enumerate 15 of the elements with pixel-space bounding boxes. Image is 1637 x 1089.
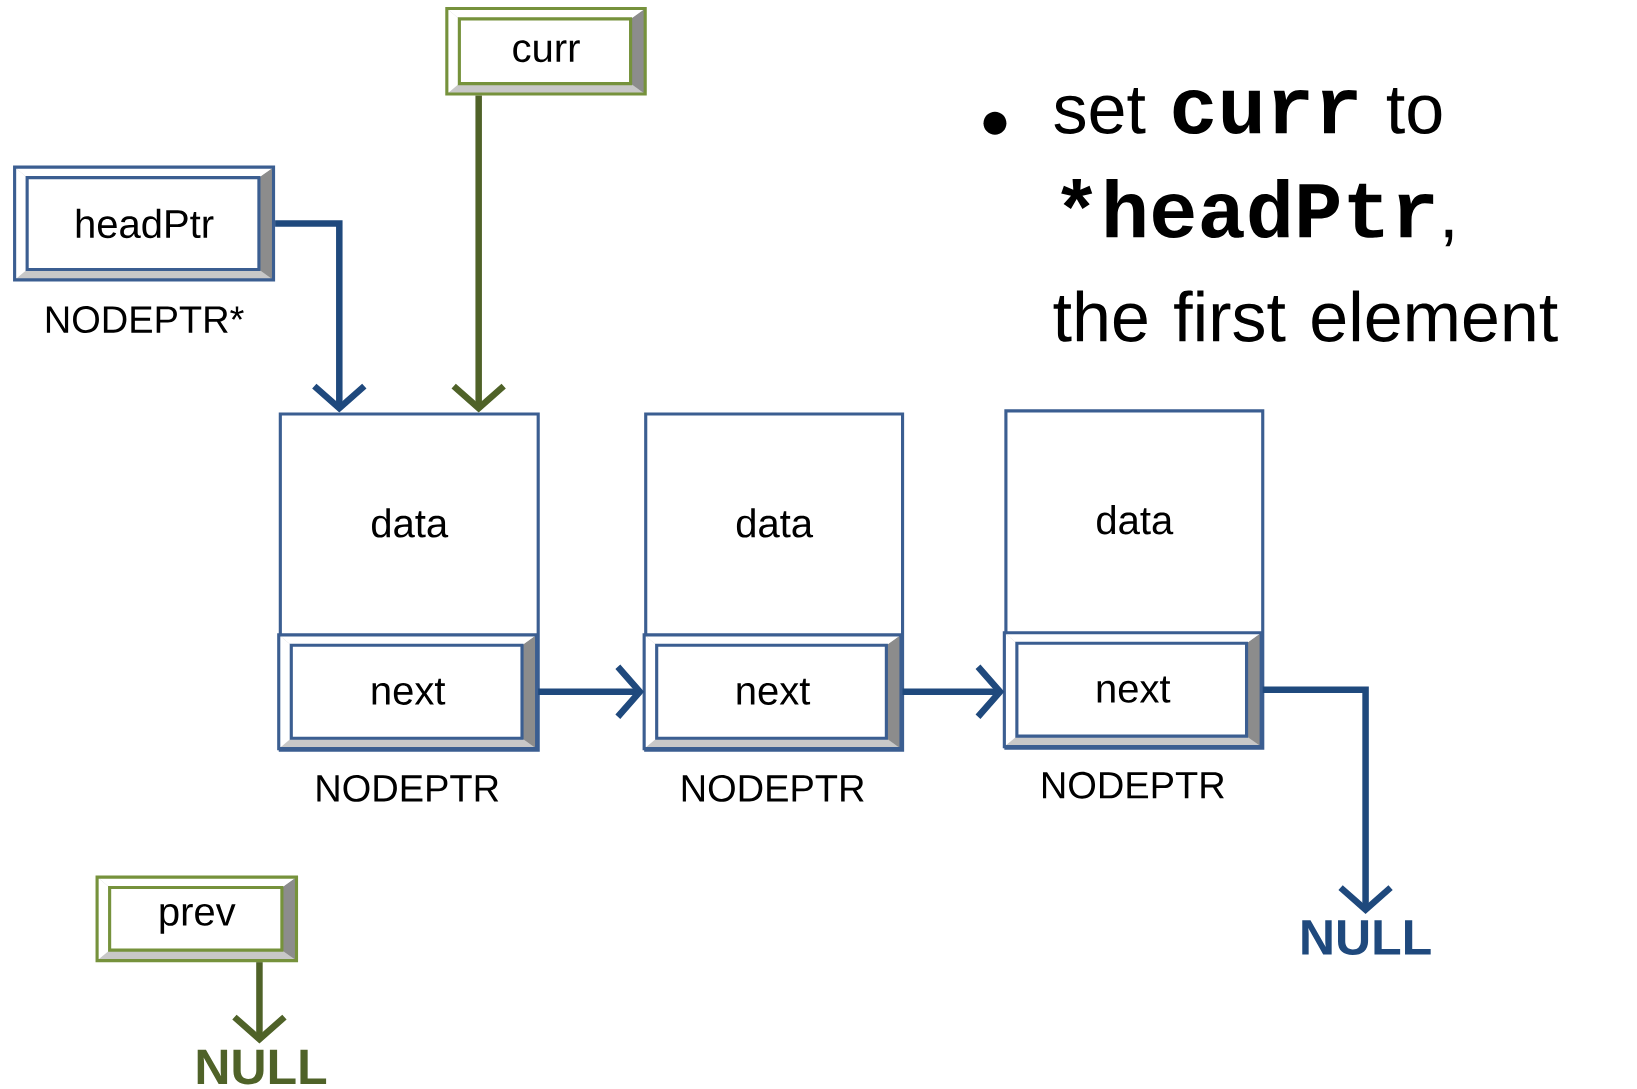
pointer-box: curr <box>445 6 647 96</box>
pointer-box: next <box>642 633 903 751</box>
null-label: NULL <box>197 1049 327 1085</box>
type-label: NODEPTR* <box>46 306 244 333</box>
arrow <box>1262 686 1393 914</box>
type-label: NODEPTR <box>317 774 499 802</box>
pointer-box: prev <box>95 875 299 963</box>
null-label: NULL <box>1302 920 1431 956</box>
bullet-text: set curr to *headPtr, the first element <box>1053 88 1558 342</box>
arrow <box>451 95 506 413</box>
type-label: NODEPTR <box>1043 771 1224 799</box>
pointer-box: next <box>277 633 539 751</box>
pointer-box: next <box>1002 631 1263 749</box>
pointer-box: headPtr <box>13 165 276 282</box>
type-label: NODEPTR <box>682 774 864 802</box>
